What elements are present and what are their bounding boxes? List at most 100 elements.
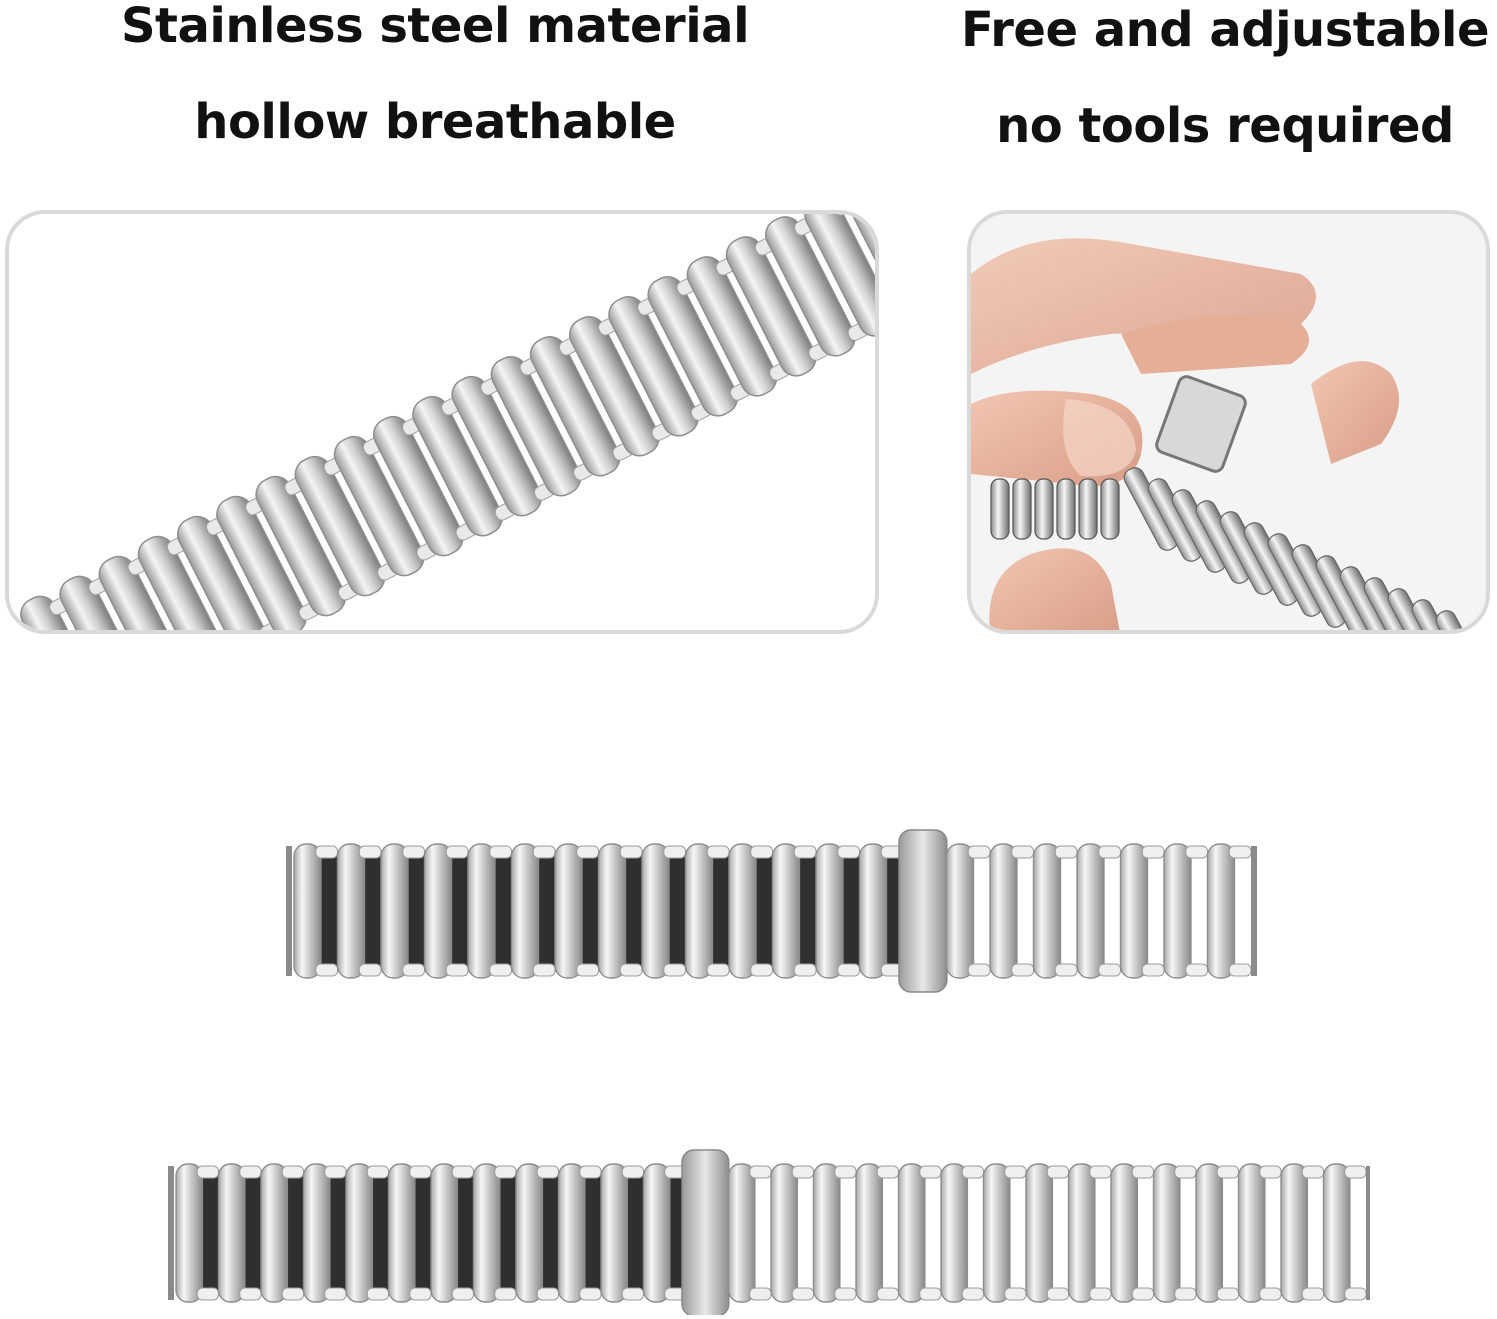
- link-connector: [579, 1287, 602, 1301]
- caption-line: no tools required: [996, 98, 1454, 154]
- link-connector: [919, 1287, 942, 1301]
- steel-links-closeup: [20, 214, 875, 630]
- link-connector: [619, 845, 643, 859]
- strap-link: [529, 336, 621, 477]
- strap-link: [1032, 843, 1062, 979]
- link-connector: [366, 1287, 389, 1301]
- link-connector: [1054, 963, 1078, 977]
- strap-link: [557, 1163, 586, 1303]
- link-gap: [666, 1172, 686, 1294]
- link-gap: [839, 852, 860, 970]
- link-connector: [445, 845, 469, 859]
- link-connector: [409, 1165, 432, 1179]
- link-connector: [1301, 1165, 1324, 1179]
- strap-link: [1078, 478, 1098, 540]
- link-connector: [1259, 1287, 1282, 1301]
- spring-bar: [1251, 846, 1257, 976]
- strap-link: [727, 1163, 756, 1303]
- link-gap: [411, 1172, 431, 1294]
- link-connector: [706, 963, 730, 977]
- link-connector: [196, 1287, 219, 1301]
- link-connector: [532, 845, 556, 859]
- strap-link: [490, 355, 582, 497]
- link-gap: [454, 1172, 474, 1294]
- link-gap: [624, 1172, 644, 1294]
- link-connector: [1185, 845, 1208, 859]
- strap-link: [843, 214, 875, 317]
- link-connector: [1174, 1287, 1197, 1301]
- link-gap: [496, 1172, 516, 1294]
- strap-link: [1110, 1163, 1139, 1303]
- link-connector: [750, 963, 773, 977]
- link-connector: [1301, 1287, 1324, 1301]
- strap-link: [515, 1163, 544, 1303]
- link-gap: [539, 1172, 559, 1294]
- strap-link: [175, 1163, 204, 1303]
- strap-link: [1056, 478, 1076, 540]
- strap-link: [1152, 1163, 1181, 1303]
- strap-link: [608, 296, 699, 437]
- link-gap: [448, 852, 468, 970]
- strap-link: [345, 1163, 374, 1303]
- link-gap: [581, 1172, 601, 1294]
- link-connector: [239, 1165, 262, 1179]
- strap-link: [1100, 478, 1120, 540]
- link-gap: [326, 1172, 346, 1294]
- strap-link: [1025, 1163, 1054, 1303]
- link-gap: [199, 1172, 219, 1294]
- link-connector: [1004, 1165, 1027, 1179]
- strap-link: [1206, 843, 1236, 979]
- link-connector: [837, 845, 860, 859]
- link-connector: [536, 1165, 559, 1179]
- strap-link: [451, 375, 543, 517]
- link-connector: [834, 1287, 857, 1301]
- strap-link: [642, 1163, 671, 1303]
- strap-link: [647, 276, 739, 417]
- link-connector: [1098, 963, 1121, 977]
- link-gap: [883, 852, 903, 970]
- caption-adjustable: Free and adjustable no tools required: [940, 0, 1497, 174]
- link-connector: [876, 1287, 899, 1301]
- link-connector: [791, 1287, 814, 1301]
- caption-line: hollow breathable: [194, 94, 676, 150]
- link-gap: [752, 852, 773, 970]
- link-connector: [1344, 1165, 1367, 1179]
- link-connector: [1141, 845, 1165, 859]
- link-connector: [281, 1287, 304, 1301]
- link-connector: [1228, 963, 1252, 977]
- strap-link: [1411, 599, 1467, 630]
- strap-link: [597, 843, 627, 979]
- link-connector: [663, 845, 686, 859]
- strap-link: [765, 216, 856, 357]
- link-gap: [578, 852, 599, 970]
- spring-bar: [1366, 1166, 1372, 1300]
- strap-link: [1163, 843, 1192, 979]
- link-connector: [749, 1165, 772, 1179]
- strap-link: [294, 455, 386, 597]
- link-connector: [961, 1165, 984, 1179]
- link-connector: [196, 1165, 219, 1179]
- link-connector: [451, 1287, 474, 1301]
- strap-link: [1034, 478, 1054, 540]
- strap-link: [216, 495, 307, 630]
- strap-link: [815, 843, 844, 979]
- link-connector: [532, 963, 556, 977]
- link-gap: [361, 852, 381, 970]
- link-connector: [451, 1165, 474, 1179]
- strap-link: [945, 843, 975, 979]
- link-connector: [402, 963, 425, 977]
- strap-link: [430, 1163, 459, 1303]
- watch-strap-long-image: [160, 1148, 1372, 1317]
- strap-link: [1195, 1163, 1224, 1303]
- link-connector: [1098, 845, 1121, 859]
- strap-link: [293, 843, 322, 979]
- strap-link: [467, 843, 496, 979]
- link-connector: [1344, 1287, 1367, 1301]
- strap-link: [333, 435, 425, 577]
- link-connector: [536, 1287, 559, 1301]
- link-connector: [1216, 1287, 1239, 1301]
- link-connector: [1089, 1165, 1112, 1179]
- strap-link: [855, 1163, 884, 1303]
- link-connector: [706, 845, 730, 859]
- link-connector: [576, 845, 599, 859]
